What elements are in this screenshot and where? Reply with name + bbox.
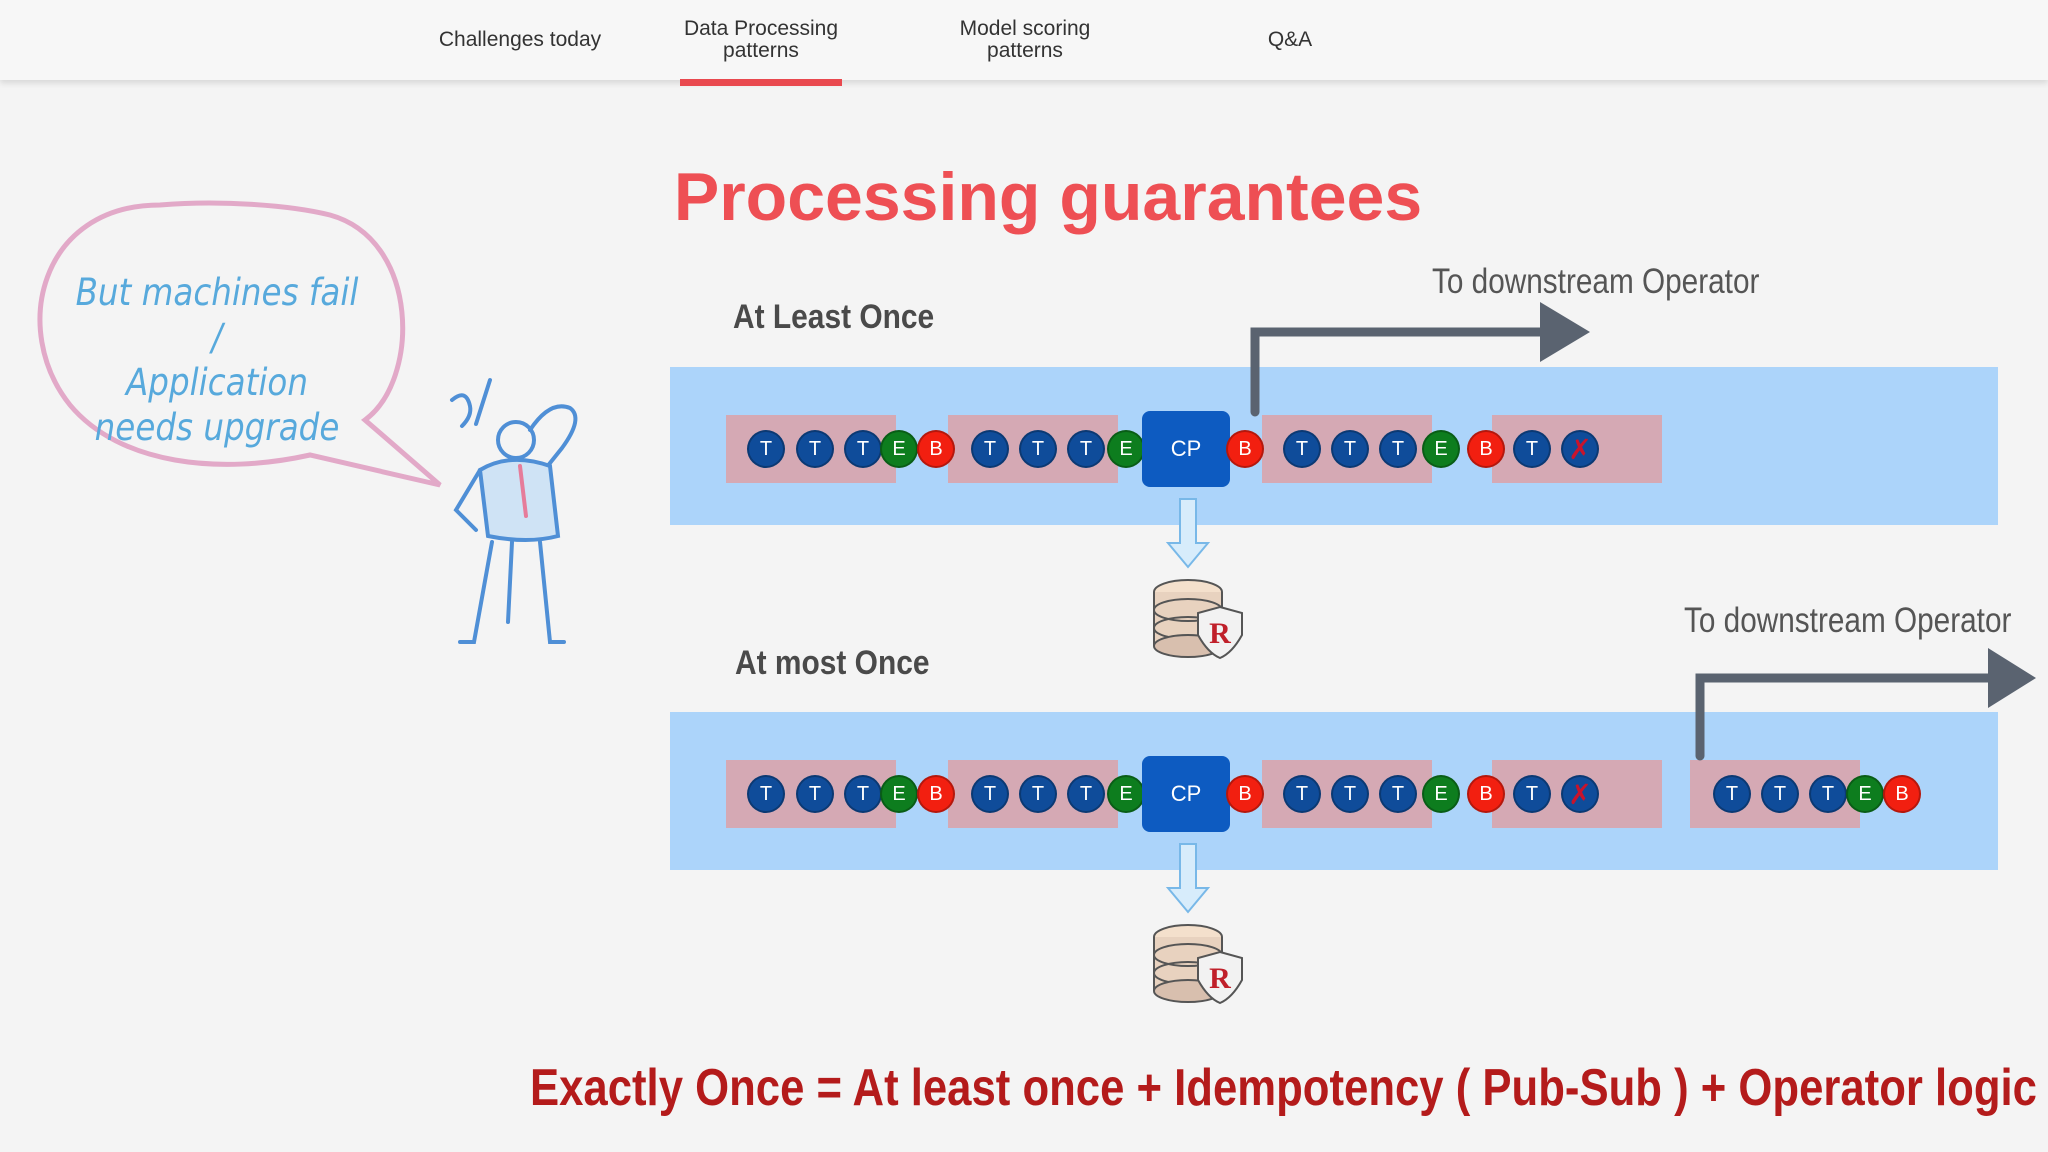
- event-T: T: [1513, 775, 1551, 813]
- event-T: T: [1067, 430, 1105, 468]
- event-T: T: [1379, 430, 1417, 468]
- confused-person-icon: [450, 378, 578, 644]
- store-badge-text: R: [1209, 962, 1231, 995]
- arrow-head-icon: [1988, 648, 2036, 708]
- arrow-head-icon: [1540, 302, 1590, 362]
- speech-bubble-icon: [37, 200, 442, 488]
- downstream-label-2: To downstream Operator: [1684, 601, 2012, 640]
- event-T: T: [796, 430, 834, 468]
- event-T: T: [1283, 775, 1321, 813]
- shield-icon: [1197, 605, 1243, 660]
- event-T: T: [747, 775, 785, 813]
- top-navigation: Challenges today Data Processing pattern…: [0, 0, 2048, 86]
- down-arrow-icon: [1165, 498, 1211, 569]
- event-T: T: [1809, 775, 1847, 813]
- tab-qa[interactable]: Q&A: [1267, 28, 1313, 51]
- event-B: B: [1467, 430, 1505, 468]
- event-E: E: [1107, 430, 1145, 468]
- event-B: B: [1226, 430, 1264, 468]
- downstream-label-1: To downstream Operator: [1432, 262, 1760, 301]
- tab-model-scoring-patterns[interactable]: Model scoring patterns: [959, 17, 1091, 62]
- checkpoint-store-2: R: [1153, 843, 1243, 1005]
- event-T: T: [1019, 430, 1057, 468]
- checkpoint-marker: CP: [1142, 411, 1230, 487]
- event-T: T: [1513, 430, 1551, 468]
- event-B: B: [917, 430, 955, 468]
- dropped-event-icon: ✗: [1561, 430, 1599, 468]
- event-T: T: [1713, 775, 1751, 813]
- dropped-event-icon: ✗: [1561, 775, 1599, 813]
- event-T: T: [1283, 430, 1321, 468]
- section-label-at-most-once: At most Once: [735, 644, 930, 682]
- event-B: B: [1467, 775, 1505, 813]
- event-B: B: [1883, 775, 1921, 813]
- event-E: E: [1422, 430, 1460, 468]
- slide-title: Processing guarantees: [673, 159, 1423, 235]
- tab-data-processing-patterns[interactable]: Data Processing patterns: [680, 0, 842, 86]
- event-T: T: [1761, 775, 1799, 813]
- event-T: T: [971, 775, 1009, 813]
- down-arrow-icon: [1165, 843, 1211, 914]
- speech-bubble-text: But machines fail / Application needs up…: [75, 271, 359, 449]
- event-T: T: [1067, 775, 1105, 813]
- tab-challenges-today[interactable]: Challenges today: [438, 28, 602, 51]
- event-T: T: [844, 775, 882, 813]
- event-T: T: [971, 430, 1009, 468]
- event-T: T: [1331, 430, 1369, 468]
- checkpoint-store-1: R: [1153, 498, 1243, 660]
- event-T: T: [1331, 775, 1369, 813]
- shield-icon: [1197, 950, 1243, 1005]
- event-T: T: [796, 775, 834, 813]
- event-E: E: [880, 430, 918, 468]
- event-E: E: [1422, 775, 1460, 813]
- store-badge-text: R: [1209, 617, 1231, 650]
- event-T: T: [1019, 775, 1057, 813]
- event-T: T: [844, 430, 882, 468]
- section-label-at-least-once: At Least Once: [733, 298, 935, 336]
- event-T: T: [747, 430, 785, 468]
- exactly-once-formula: Exactly Once = At least once + Idempoten…: [530, 1059, 2037, 1117]
- event-T: T: [1379, 775, 1417, 813]
- event-B: B: [1226, 775, 1264, 813]
- checkpoint-marker: CP: [1142, 756, 1230, 832]
- event-B: B: [917, 775, 955, 813]
